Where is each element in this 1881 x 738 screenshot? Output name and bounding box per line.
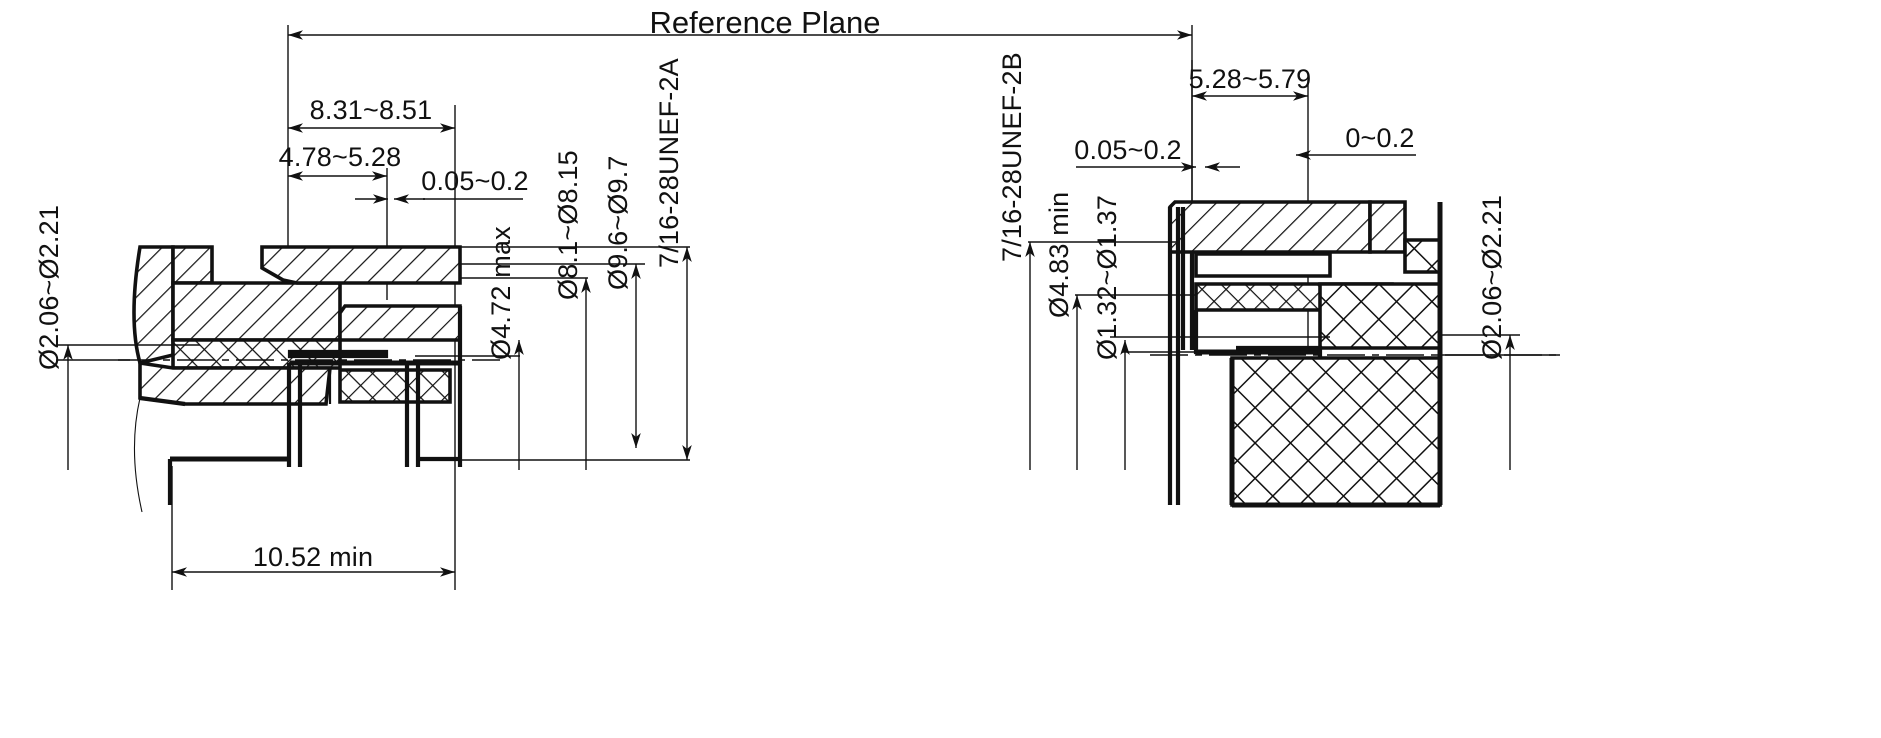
dim-8-31-8-51: 8.31~8.51 <box>288 95 456 470</box>
dim-dia-4-72-max: Ø4.72 max <box>486 226 524 470</box>
dim-dia-9-6-9-7-label: Ø9.6~Ø9.7 <box>603 155 633 290</box>
dim-dia-4-83-min: Ø4.83 min <box>1044 192 1082 470</box>
dim-thread-2a-label: 7/16-28UNEF-2A <box>654 58 684 268</box>
dim-5-28-5-79-label: 5.28~5.79 <box>1189 64 1312 94</box>
dim-dia-4-72-max-label: Ø4.72 max <box>486 226 516 360</box>
dim-4-78-5-28-label: 4.78~5.28 <box>279 142 402 172</box>
dim-dia-1-32-1-37-label: Ø1.32~Ø1.37 <box>1092 195 1122 360</box>
dim-0-0-2-label: 0~0.2 <box>1345 123 1414 153</box>
dim-dia-4-83-min-label: Ø4.83 min <box>1044 192 1074 318</box>
dim-dia-2-06-2-21-right: Ø2.06~Ø2.21 <box>1440 195 1560 470</box>
dim-dia-2-06-2-21-left-label: Ø2.06~Ø2.21 <box>34 205 64 370</box>
plug-contact-pin <box>287 349 389 359</box>
dim-0-05-0-2-label: 0.05~0.2 <box>421 166 528 196</box>
jack-dielectric-body <box>1318 282 1442 350</box>
dim-0-05-0-2: 0.05~0.2 <box>355 166 529 204</box>
jack-knurled-body <box>1230 356 1442 507</box>
plug-flange-step <box>171 245 214 285</box>
plug-dielectric-upper-right <box>338 368 452 404</box>
jack-view: 5.28~5.79 0~0.2 0.05~0.2 <box>997 52 1560 508</box>
dim-10-52-min: 10.52 min <box>171 466 456 590</box>
dim-thread-2b-label: 7/16-28UNEF-2B <box>997 52 1027 262</box>
dim-0-0-2: 0~0.2 <box>1296 123 1416 160</box>
dim-0-05-0-2-right-label: 0.05~0.2 <box>1074 135 1181 165</box>
jack-outer-shell-upper-right <box>1368 200 1407 254</box>
plug-coupling-nut <box>260 245 462 285</box>
dim-thread-2b: 7/16-28UNEF-2B <box>997 52 1035 470</box>
dim-dia-2-06-2-21-left: Ø2.06~Ø2.21 <box>34 205 200 470</box>
dim-dia-9-6-9-7: Ø9.6~Ø9.7 <box>603 155 641 448</box>
plug-outer-shell-upper <box>171 281 342 342</box>
dim-8-31-8-51-label: 8.31~8.51 <box>310 95 433 125</box>
dim-0-05-0-2-right: 0.05~0.2 <box>1074 135 1240 172</box>
plug-lower-taper <box>139 395 186 407</box>
dim-dia-8-1-8-15-label: Ø8.1~Ø8.15 <box>553 150 583 300</box>
dim-dia-1-32-1-37: Ø1.32~Ø1.37 <box>1092 195 1130 470</box>
plug-break-line-lower <box>133 397 143 513</box>
jack-center-socket <box>1194 252 1332 278</box>
dim-dia-2-06-2-21-right-label: Ø2.06~Ø2.21 <box>1477 195 1507 360</box>
dim-thread-2a: 7/16-28UNEF-2A <box>654 58 692 460</box>
dim-dia-8-1-8-15: Ø8.1~Ø8.15 <box>553 150 591 470</box>
jack-outer-shell-upper <box>1168 200 1372 254</box>
plug-shell-upper-right <box>338 304 462 342</box>
plug-view: 8.31~8.51 4.78~5.28 0.05~0.2 <box>34 25 1193 590</box>
dim-10-52-min-label: 10.52 min <box>253 542 373 572</box>
jack-seal-ring <box>1403 238 1442 274</box>
